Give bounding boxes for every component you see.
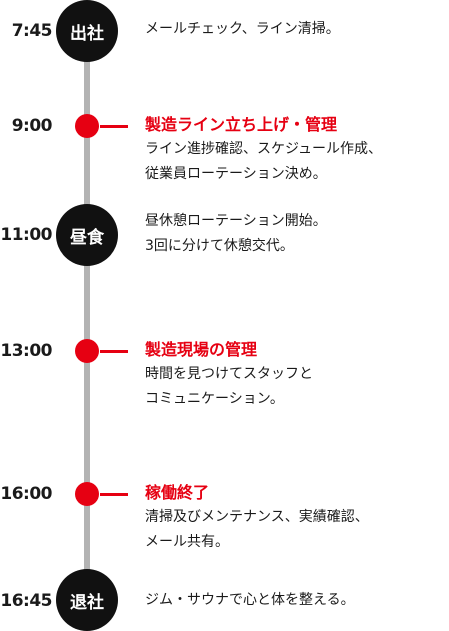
time-label: 16:00 [0, 484, 52, 504]
time-label: 16:45 [0, 591, 52, 611]
entry-desc-line: メールチェック、ライン清掃。 [145, 21, 340, 37]
node-lunch: 昼食 [56, 204, 118, 266]
entry-desc-line: ジム・サウナで心と体を整える。 [145, 592, 355, 608]
entry-desc-line: コミュニケーション。 [145, 391, 284, 407]
timeline-connector [100, 350, 128, 353]
entry-desc-line: 昼休憩ローテーション開始。 [145, 213, 327, 229]
timeline-dot [75, 339, 99, 363]
entry-leave: ジム・サウナで心と体を整える。 [145, 588, 445, 613]
entry-shutdown: 稼働終了 清掃及びメンテナンス、実績確認、 メール共有。 [145, 481, 445, 555]
timeline-dot [75, 114, 99, 138]
timeline-line [84, 30, 90, 602]
entry-desc-line: 3回に分けて休憩交代。 [145, 238, 294, 254]
time-label: 9:00 [11, 116, 53, 136]
entry-desc-line: ライン進捗確認、スケジュール作成、 [145, 141, 383, 157]
entry-desc-line: 清掃及びメンテナンス、実績確認、 [145, 509, 369, 525]
node-arrive: 出社 [56, 0, 118, 62]
entry-desc-line: メール共有。 [145, 534, 229, 550]
entry-desc-line: 従業員ローテーション決め。 [145, 166, 327, 182]
timeline-connector [100, 125, 128, 128]
entry-title: 製造ライン立ち上げ・管理 [145, 115, 338, 134]
entry-lunch: 昼休憩ローテーション開始。 3回に分けて休憩交代。 [145, 209, 445, 259]
time-label: 11:00 [0, 225, 52, 245]
entry-line-startup: 製造ライン立ち上げ・管理 ライン進捗確認、スケジュール作成、 従業員ローテーショ… [145, 113, 445, 187]
time-label: 7:45 [11, 21, 53, 41]
timeline-connector [100, 493, 128, 496]
entry-arrive: メールチェック、ライン清掃。 [145, 17, 445, 42]
entry-title: 製造現場の管理 [145, 340, 258, 359]
time-label: 13:00 [0, 341, 52, 361]
entry-title: 稼働終了 [145, 483, 210, 502]
entry-floor-management: 製造現場の管理 時間を見つけてスタッフと コミュニケーション。 [145, 338, 445, 412]
entry-desc-line: 時間を見つけてスタッフと [145, 366, 313, 382]
timeline-dot [75, 482, 99, 506]
node-leave: 退社 [56, 569, 118, 631]
